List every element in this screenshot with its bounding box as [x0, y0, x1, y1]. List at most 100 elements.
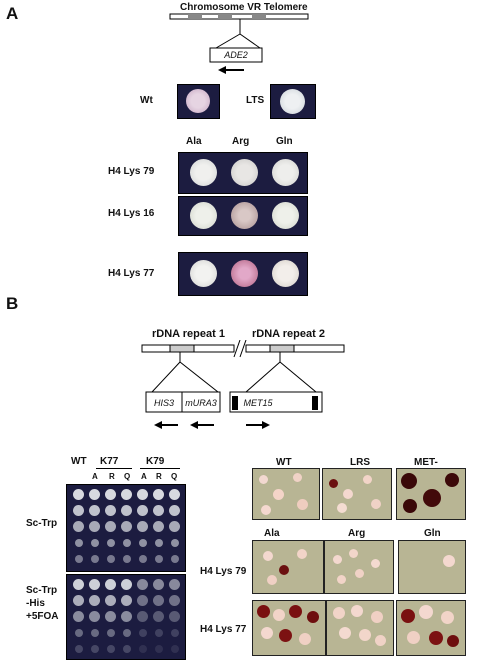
colony: [429, 631, 443, 645]
colony: [339, 627, 351, 639]
spot: [170, 538, 179, 547]
col-label-arg: Arg: [232, 136, 250, 147]
spot: [121, 611, 132, 622]
rdna-repeat-1-label: rDNA repeat 1: [152, 328, 225, 340]
spot-plate-sc-trp: [66, 484, 186, 572]
spot: [138, 554, 147, 563]
colony: [445, 473, 459, 487]
spot: [90, 628, 99, 637]
spot: [105, 579, 116, 590]
colony: [297, 499, 308, 510]
ade2-gene-label: ADE2: [224, 50, 248, 60]
k79-bracket: [140, 468, 180, 469]
spot: [169, 611, 180, 622]
photo-lys79-arg: [324, 540, 394, 594]
colony: [375, 635, 386, 646]
photo-met: [396, 468, 466, 520]
spot: [137, 579, 148, 590]
colony: [190, 159, 217, 186]
spot: [89, 521, 100, 532]
colony: [401, 473, 417, 489]
colony: [403, 499, 417, 513]
colony: [441, 611, 454, 624]
spot: [89, 489, 100, 500]
photo-col-gln: Gln: [424, 528, 441, 539]
spot: [154, 538, 163, 547]
spot: [74, 538, 83, 547]
colony: [293, 473, 302, 482]
rdna-diagram: [141, 340, 345, 429]
colony: [186, 89, 210, 113]
spot: [137, 521, 148, 532]
spot-plate-sc-trp-his-5foa: [66, 574, 186, 660]
colony: [307, 611, 319, 623]
photo-row-lys79: H4 Lys 79: [200, 566, 247, 577]
spot: [89, 611, 100, 622]
colony: [337, 575, 346, 584]
lts-plate: [270, 84, 316, 119]
colony: [333, 555, 342, 564]
spot: [105, 505, 116, 516]
spot: [137, 611, 148, 622]
spot: [73, 505, 84, 516]
colony: [190, 260, 217, 287]
colony: [371, 611, 383, 623]
colony: [231, 159, 258, 186]
spot: [137, 505, 148, 516]
k77-bracket: [96, 468, 132, 469]
spot: [106, 554, 115, 563]
wt-label: Wt: [140, 95, 153, 106]
colony: [190, 202, 217, 229]
row-label-lys77: H4 Lys 77: [108, 268, 155, 279]
colony: [261, 505, 271, 515]
mura3-gene-label: mURA3: [185, 398, 217, 408]
chromosome-label: Chromosome VR Telomere: [180, 2, 308, 13]
spot: [137, 489, 148, 500]
colony: [279, 565, 289, 575]
spot: [73, 595, 84, 606]
his3-gene-label: HIS3: [153, 398, 174, 408]
spot: [153, 595, 164, 606]
spot: [121, 505, 132, 516]
met15-gene-label: MET15: [243, 398, 273, 408]
colony: [259, 475, 268, 484]
spot: [169, 521, 180, 532]
spot: [170, 554, 179, 563]
panel-a-letter: A: [6, 4, 19, 23]
photo-lys79-ala: [252, 540, 324, 594]
spot: [153, 521, 164, 532]
photo-lys79-gln: [398, 540, 466, 594]
spot: [89, 595, 100, 606]
subcol-q: Q: [124, 472, 131, 481]
spot: [106, 644, 115, 653]
spot: [73, 489, 84, 500]
spot: [105, 595, 116, 606]
spot: [153, 579, 164, 590]
colony: [273, 609, 285, 621]
col-label-gln: Gln: [276, 136, 293, 147]
photo-row-lys77: H4 Lys 77: [200, 624, 247, 635]
colony: [443, 555, 455, 567]
spot: [105, 611, 116, 622]
spot-header-wt: WT: [71, 456, 87, 467]
colony: [351, 605, 363, 617]
colony: [407, 631, 420, 644]
row-label-lys16: H4 Lys 16: [108, 208, 155, 219]
colony: [261, 627, 273, 639]
colony: [423, 489, 441, 507]
photo-col-arg: Arg: [348, 528, 366, 539]
spot: [74, 628, 83, 637]
spot: [121, 595, 132, 606]
spot-row-label-sc-trp-his-5foa: Sc-Trp -His +5FOA: [26, 585, 59, 622]
subcol-r: R: [109, 472, 115, 481]
colony: [349, 549, 358, 558]
row-label-lys79: H4 Lys 79: [108, 166, 155, 177]
spot: [89, 579, 100, 590]
spot: [73, 579, 84, 590]
spot: [121, 579, 132, 590]
spot: [169, 489, 180, 500]
spot: [154, 554, 163, 563]
telomere-diagram: [169, 13, 309, 74]
col-label-ala: Ala: [186, 136, 202, 147]
spot: [153, 611, 164, 622]
